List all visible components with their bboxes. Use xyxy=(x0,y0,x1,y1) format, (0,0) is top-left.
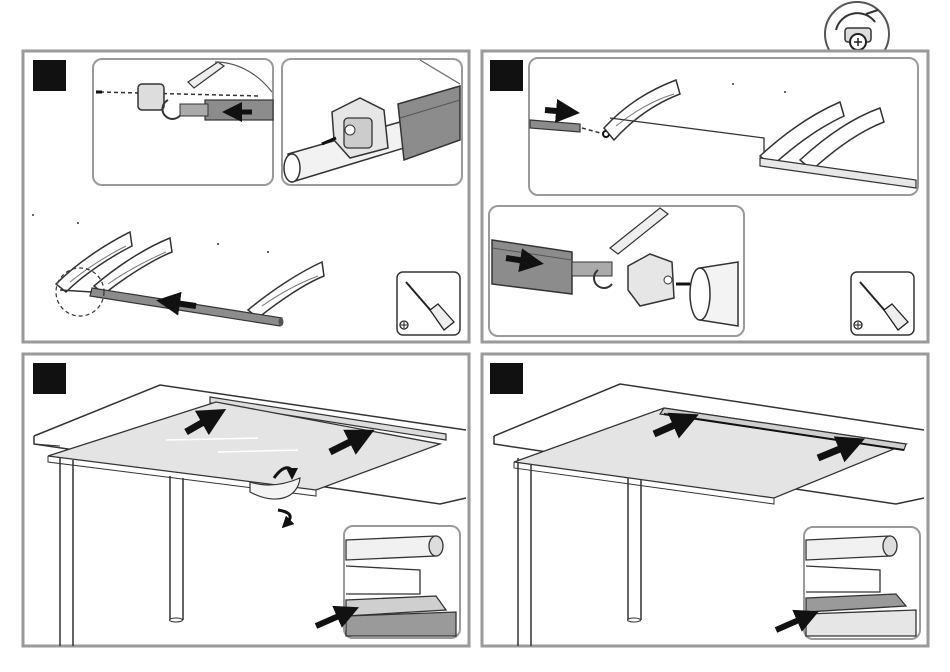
step-2-detail-inset-rail-assembly xyxy=(529,58,918,195)
direction-arrow-icon xyxy=(168,302,196,306)
step-number-badge xyxy=(490,60,523,91)
direction-arrow-icon xyxy=(506,258,532,262)
step-3-panel xyxy=(23,354,469,646)
screwdriver-tool-box xyxy=(397,272,460,335)
step-number-badge xyxy=(490,363,523,394)
step-number-badge xyxy=(33,60,66,91)
step-1-detail-inset-pipe-insert xyxy=(93,59,273,185)
direction-arrow-icon xyxy=(545,110,568,112)
step-1-detail-inset-screw-fix xyxy=(282,59,462,185)
step-1-panel xyxy=(23,51,469,342)
step-2-detail-inset-screw-fix xyxy=(489,206,744,336)
screwdriver-tool-box xyxy=(851,272,914,335)
step-number-badge xyxy=(33,363,66,394)
step-2-panel xyxy=(482,51,928,342)
step-4-panel xyxy=(482,354,928,646)
